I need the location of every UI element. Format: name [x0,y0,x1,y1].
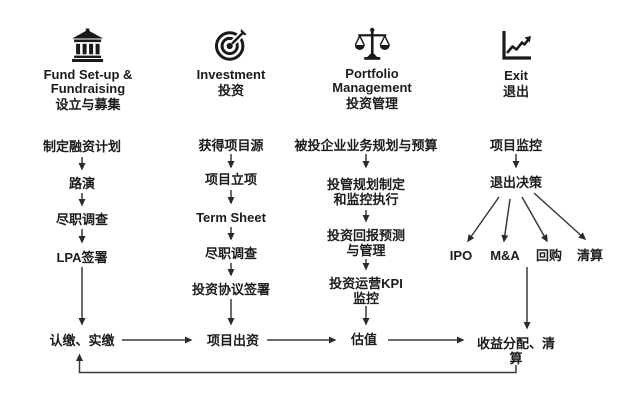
portfolio-bottom-node: 估值 [350,332,378,347]
column-header-fund-setup: Fund Set-up & Fundraising 设立与募集 [43,27,133,113]
investment-bottom-node: 项目出资 [206,333,260,348]
bank-icon [44,27,133,63]
exit-bottom-node: 收益分配、清 算 [476,336,556,366]
investment-step: Term Sheet [196,210,266,225]
fund-step: 路演 [68,176,96,191]
column-title-zh: 投资管理 [345,96,398,111]
exit-step: 退出决策 [489,175,543,190]
investment-step: 获得项目源 [198,138,264,153]
column-header-investment: Investment 投资 [196,27,266,99]
column-title-en: Exit [504,68,528,83]
investment-step: 项目立项 [204,172,258,187]
column-title-en: Investment [196,67,266,82]
portfolio-step: 投资运营KPI 监控 [329,276,403,306]
column-title-en: Portfolio Management [332,66,412,95]
column-title-zh: 设立与募集 [55,97,121,112]
column-header-portfolio: Portfolio Management 投资管理 [332,26,412,112]
column-header-exit: Exit 退出 [498,28,534,100]
exit-option-ma: M&A [490,248,520,263]
investment-step: 尽职调查 [204,246,258,261]
portfolio-step: 投管规划制定 和监控执行 [326,177,406,207]
fund-step: 制定融资计划 [42,139,122,154]
scales-icon [332,26,411,62]
column-title-zh: 投资 [217,83,245,98]
portfolio-step: 被投企业业务规划与预算 [294,138,438,153]
fund-bottom-node: 认缴、实缴 [49,333,115,348]
exit-option-liquidation: 清算 [576,248,604,263]
investment-step: 投资协议签署 [191,282,271,297]
column-title-zh: 退出 [502,84,529,99]
exit-option-ipo: IPO [449,248,473,263]
portfolio-step: 投资回报预测 与管理 [326,228,406,258]
column-title-en: Fund Set-up & Fundraising [43,67,133,96]
exit-option-buyback: 回购 [535,248,563,263]
exit-step: 项目监控 [489,138,543,153]
fund-step: LPA签署 [56,250,108,265]
chart-icon [498,28,534,64]
target-icon [197,27,266,63]
fund-step: 尽职调查 [55,212,109,227]
